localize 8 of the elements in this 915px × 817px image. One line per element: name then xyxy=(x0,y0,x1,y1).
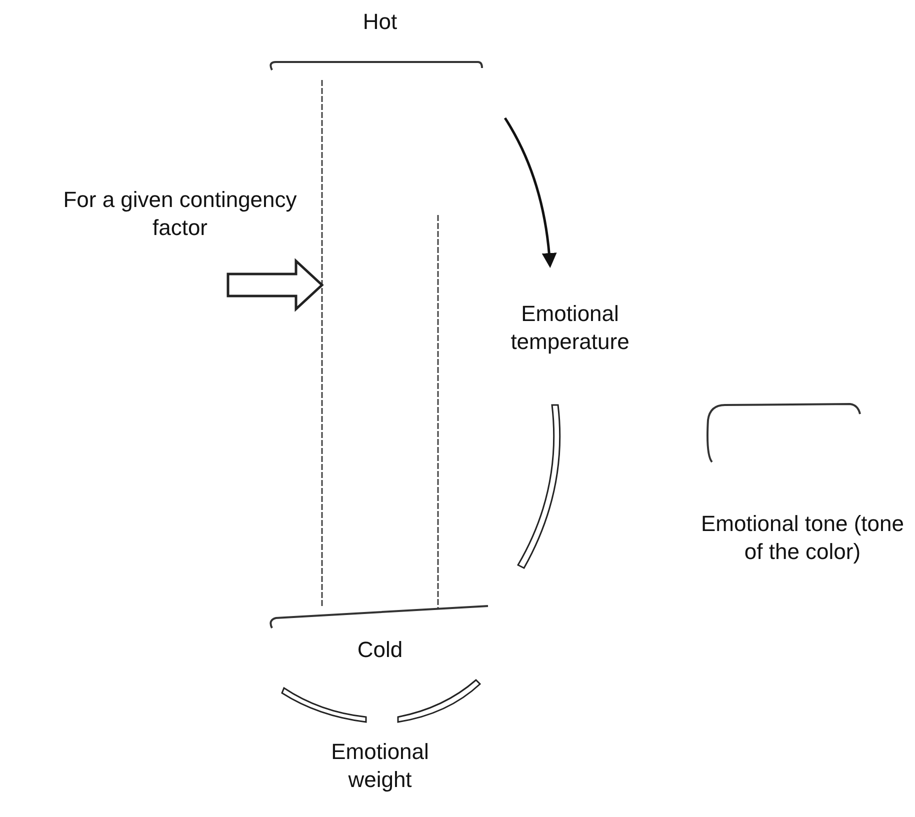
axis-label: Emotional weight xyxy=(330,738,430,794)
axis-label: Hot xyxy=(362,8,398,36)
axis-label: Emotional tone (tone of the color) xyxy=(700,510,906,566)
block-arrow xyxy=(226,258,324,312)
factor-text: For a given contingency factor xyxy=(60,186,300,242)
scale-bar xyxy=(321,80,439,608)
axis-label: Cold xyxy=(356,636,404,664)
axis-label: Emotional temperature xyxy=(510,300,630,356)
